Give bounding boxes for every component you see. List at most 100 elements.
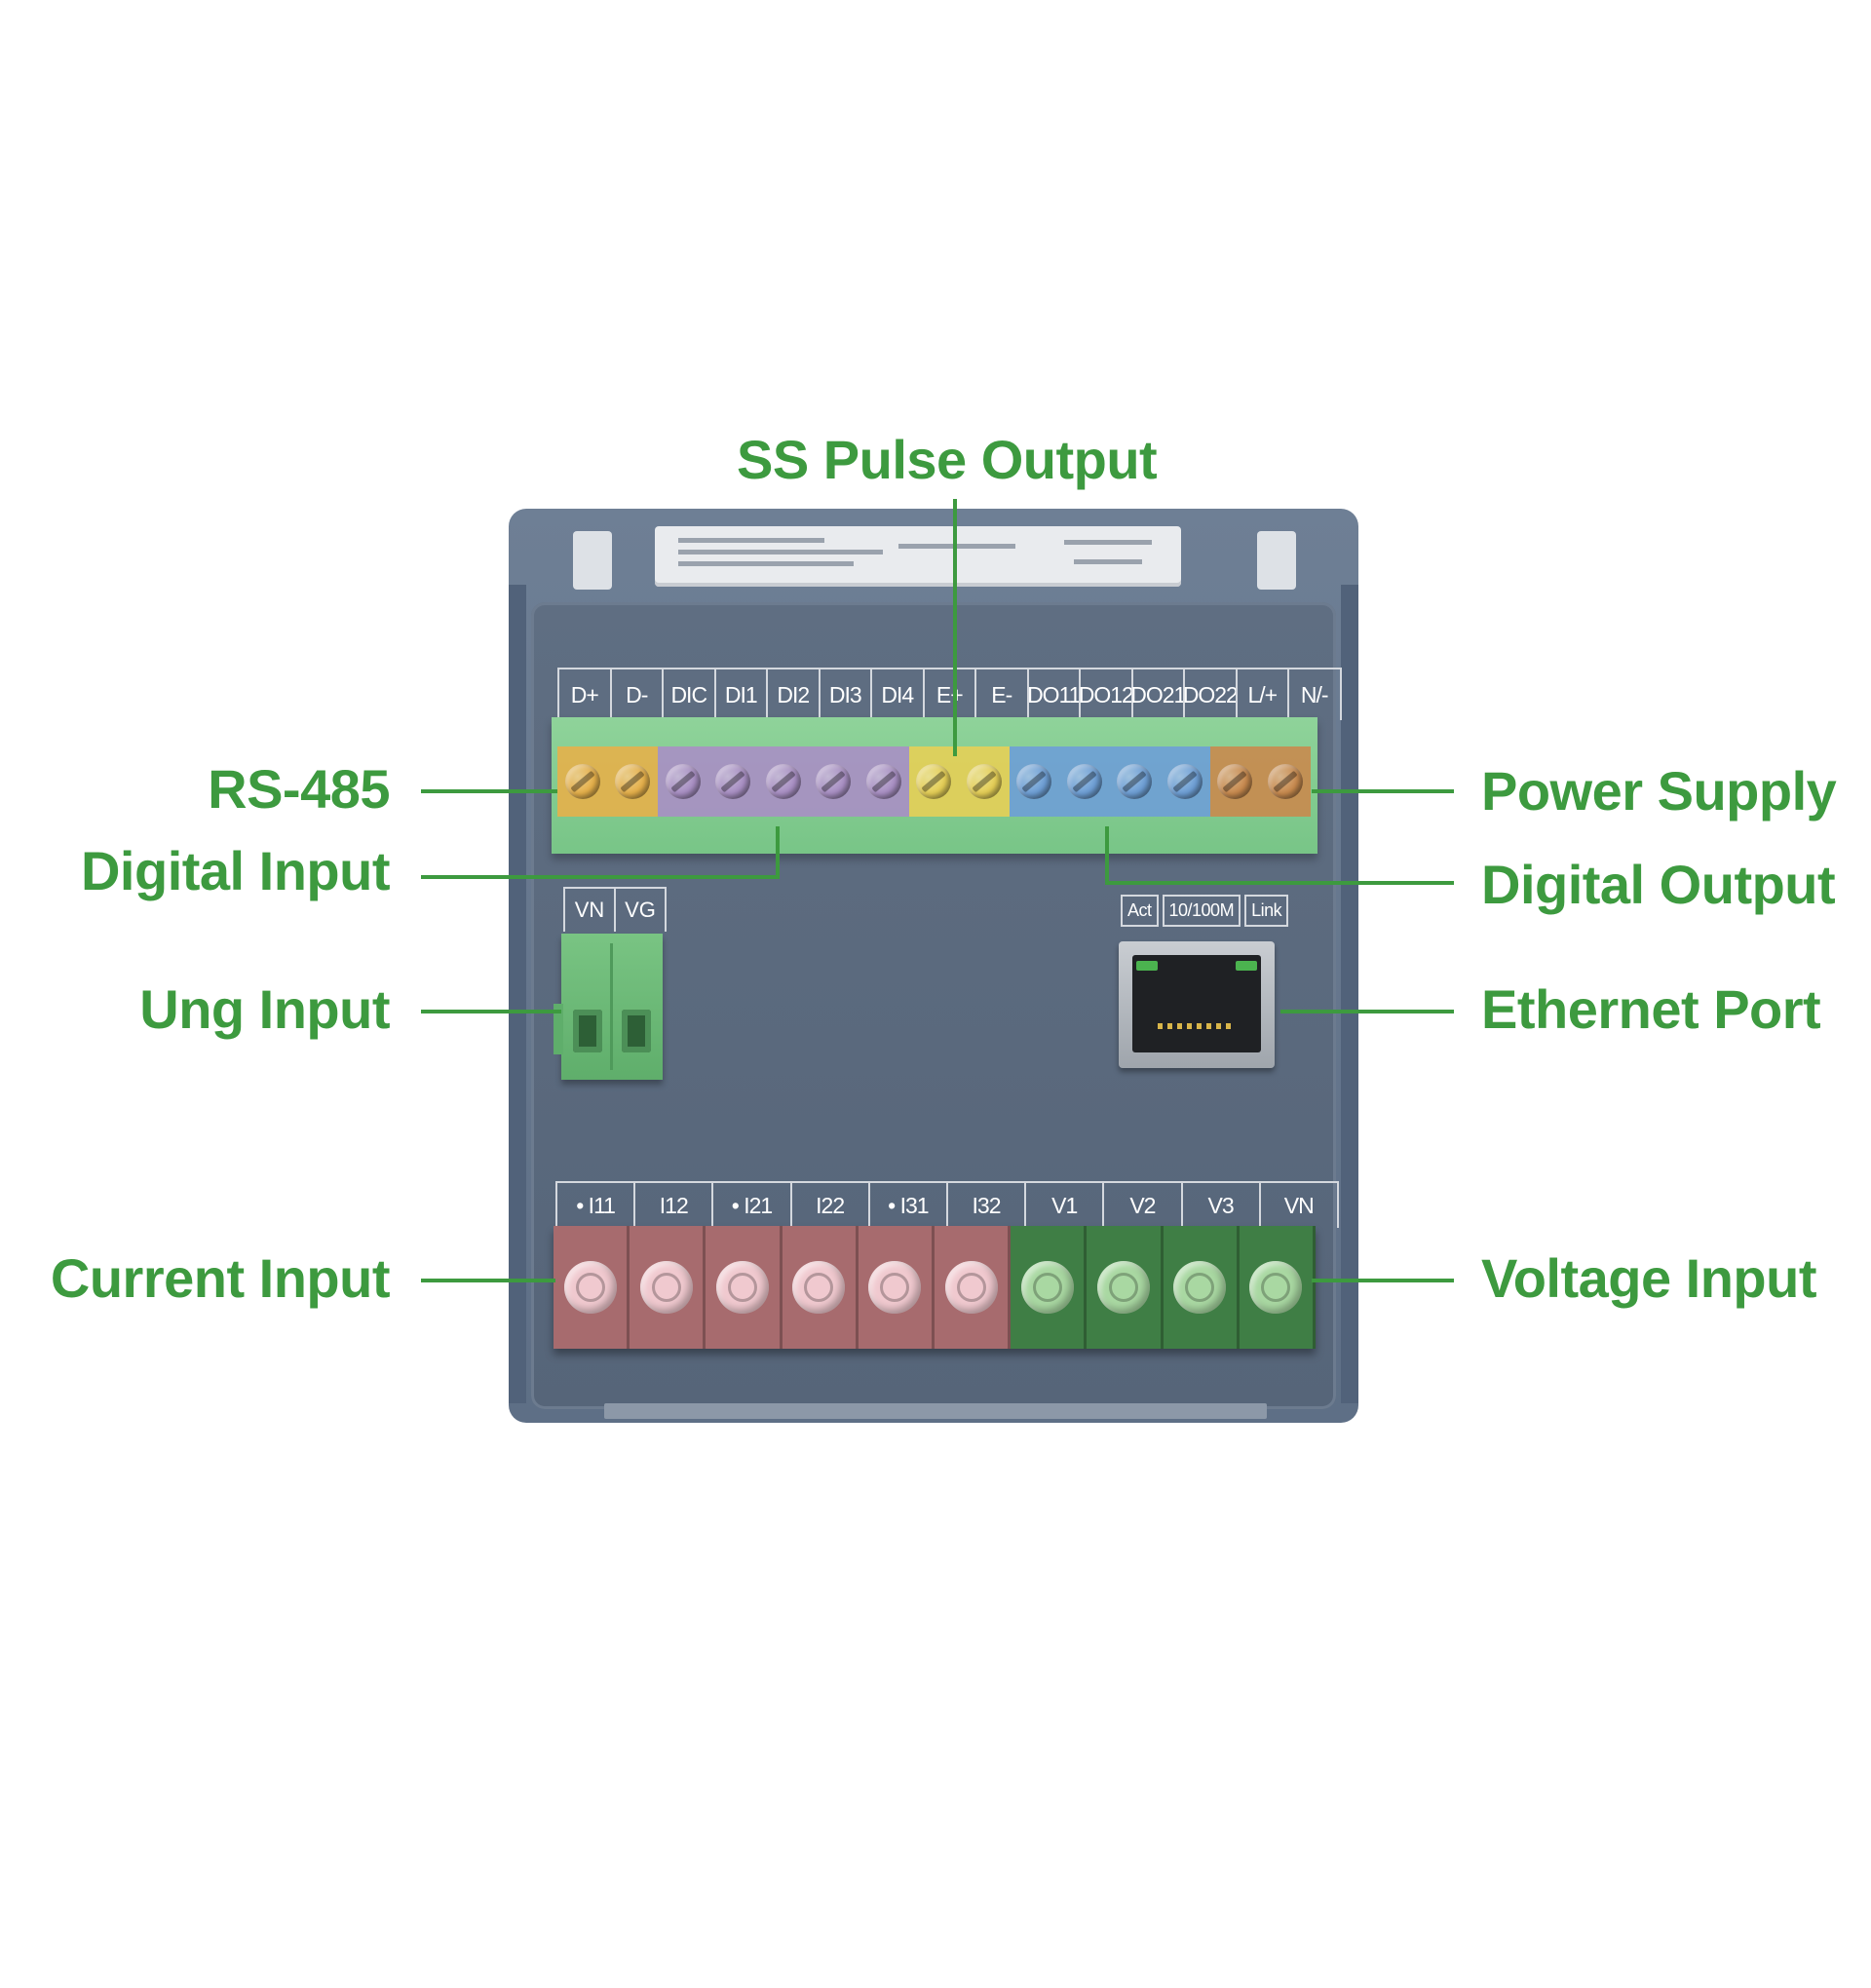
leader-current-input (421, 1279, 555, 1282)
terminal-label-n: N/- (1287, 668, 1342, 720)
callout-digital-input: Digital Input (80, 840, 391, 901)
product-label-sticker (655, 526, 1181, 587)
bottom-label-i11: • I11 (555, 1181, 636, 1228)
screw-e (916, 764, 952, 799)
ethernet-label-link: Link (1244, 895, 1289, 927)
ethernet-port (1119, 941, 1275, 1068)
terminal-label-do22: DO22 (1183, 668, 1239, 720)
leader-power-supply (1312, 789, 1454, 793)
mounting-clip-left (573, 531, 612, 590)
callout-current-input: Current Input (50, 1247, 391, 1309)
callout-voltage-input: Voltage Input (1481, 1247, 1817, 1309)
screw-di4 (865, 764, 901, 799)
screw-di2 (765, 764, 801, 799)
screw-i31 (868, 1261, 922, 1314)
ethernet-led-link (1236, 961, 1257, 971)
leader-digital-input-v (776, 826, 780, 879)
callout-digital-output: Digital Output (1481, 854, 1836, 915)
screw-i21 (715, 1261, 769, 1314)
bottom-label-v1: V1 (1024, 1181, 1105, 1228)
terminal-label-do12: DO12 (1079, 668, 1134, 720)
screw-l (1217, 764, 1253, 799)
screw-i12 (639, 1261, 693, 1314)
voltage-terminal-vn (1239, 1226, 1316, 1349)
screw-n (1267, 764, 1303, 799)
leader-ethernet-port (1280, 1010, 1454, 1013)
top-terminal-block (552, 717, 1317, 854)
current-terminal-i32 (934, 1226, 1012, 1349)
bottom-label-i21: • I21 (711, 1181, 792, 1228)
leader-digital-output-h (1105, 881, 1454, 885)
screw-v1 (1020, 1261, 1074, 1314)
terminal-label-l: L/+ (1235, 668, 1289, 720)
voltage-terminal-v1 (1011, 1226, 1088, 1349)
terminal-label-e: E- (974, 668, 1029, 720)
terminal-label-di2: DI2 (766, 668, 821, 720)
ung-slot-vg (622, 1010, 651, 1052)
screw-do12 (1066, 764, 1102, 799)
screw-dic (665, 764, 701, 799)
leader-digital-output-v (1105, 826, 1109, 883)
screw-i22 (792, 1261, 846, 1314)
screw-do11 (1016, 764, 1052, 799)
terminal-label-e: E+ (922, 668, 976, 720)
leader-rs485 (421, 789, 557, 793)
voltage-terminal-v3 (1163, 1226, 1240, 1349)
screw-e (966, 764, 1002, 799)
ethernet-led-act (1136, 961, 1158, 971)
screw-i32 (944, 1261, 998, 1314)
screw-do21 (1117, 764, 1153, 799)
terminal-label-di3: DI3 (818, 668, 872, 720)
terminal-label-d: D- (609, 668, 664, 720)
voltage-terminal-v2 (1087, 1226, 1164, 1349)
callout-ethernet-port: Ethernet Port (1481, 978, 1821, 1040)
callout-power-supply: Power Supply (1481, 760, 1837, 822)
screw-i11 (563, 1261, 617, 1314)
callout-ung-input: Ung Input (139, 978, 390, 1040)
screw-di3 (816, 764, 852, 799)
bottom-label-v3: V3 (1180, 1181, 1261, 1228)
ung-label-vn: VN (563, 887, 616, 932)
mounting-clip-right (1257, 531, 1296, 590)
current-terminal-i31 (858, 1226, 935, 1349)
terminal-label-di1: DI1 (713, 668, 768, 720)
screw-do22 (1166, 764, 1203, 799)
screw-v2 (1096, 1261, 1150, 1314)
screw-d (615, 764, 651, 799)
screw-d (564, 764, 600, 799)
terminal-label-d: D+ (557, 668, 612, 720)
bottom-label-vn: VN (1258, 1181, 1339, 1228)
leader-digital-input-h (421, 875, 778, 879)
callout-rs485: RS-485 (208, 758, 390, 820)
bottom-terminal-block (554, 1226, 1316, 1349)
ung-connector (554, 934, 663, 1080)
ung-slot-vn (573, 1010, 602, 1052)
terminal-label-di4: DI4 (870, 668, 925, 720)
bottom-label-i22: I22 (789, 1181, 870, 1228)
terminal-label-do21: DO21 (1130, 668, 1186, 720)
screw-vn (1249, 1261, 1303, 1314)
current-terminal-i12 (630, 1226, 706, 1349)
screw-di1 (715, 764, 751, 799)
panel-foot (604, 1403, 1267, 1419)
current-terminal-i21 (706, 1226, 783, 1349)
leader-voltage-input (1312, 1279, 1454, 1282)
ung-label-vg: VG (614, 887, 667, 932)
bottom-label-i12: I12 (633, 1181, 714, 1228)
bottom-label-i31: • I31 (867, 1181, 948, 1228)
leader-ung-input (421, 1010, 561, 1013)
ethernet-label-act: Act (1121, 895, 1159, 927)
current-terminal-i22 (782, 1226, 859, 1349)
bottom-label-i32: I32 (945, 1181, 1027, 1228)
callout-ss-pulse-output: SS Pulse Output (737, 429, 1158, 490)
terminal-label-do11: DO11 (1026, 668, 1081, 720)
current-terminal-i11 (554, 1226, 630, 1349)
screw-v3 (1173, 1261, 1227, 1314)
bottom-label-v2: V2 (1102, 1181, 1183, 1228)
leader-ss-pulse-output (953, 499, 957, 756)
